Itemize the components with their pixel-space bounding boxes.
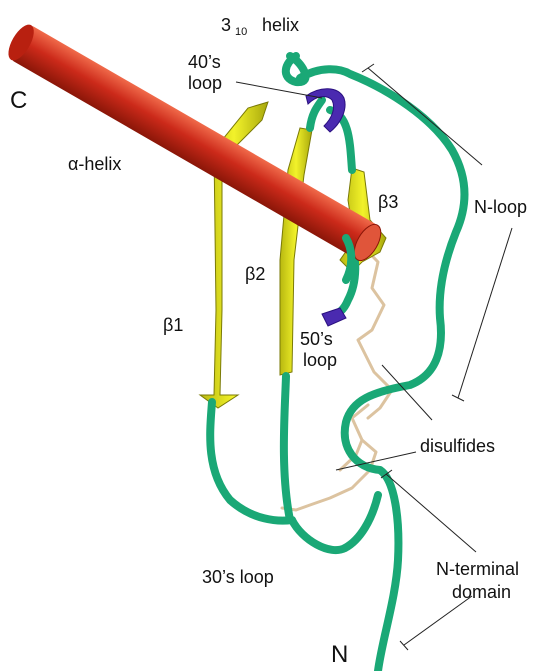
beta2-label: β2 (245, 264, 265, 284)
helix310-label-number: 3 (221, 15, 231, 35)
loop50-label-line1: 50’s (300, 329, 333, 349)
beta1-label: β1 (163, 315, 183, 335)
helix310-label-subscript: 10 (235, 26, 247, 38)
c-terminus-label: C (10, 87, 27, 114)
disulfides-label: disulfides (420, 436, 495, 456)
n-terminal-domain-label-line1: N-terminal (436, 559, 519, 579)
loop30-label: 30’s loop (202, 567, 274, 587)
beta3-label: β3 (378, 192, 398, 212)
n-loop-label: N-loop (474, 197, 527, 217)
n-terminal-domain-label-line2: domain (452, 582, 511, 602)
loop40-label-line2: loop (188, 73, 222, 93)
n-terminus-label: N (331, 641, 348, 668)
alpha-helix-label: α-helix (68, 154, 121, 174)
leader-lines (236, 82, 432, 470)
helix310-label-word: helix (262, 15, 299, 35)
loop40-label-line1: 40’s (188, 52, 221, 72)
loop50-label-line2: loop (303, 350, 337, 370)
